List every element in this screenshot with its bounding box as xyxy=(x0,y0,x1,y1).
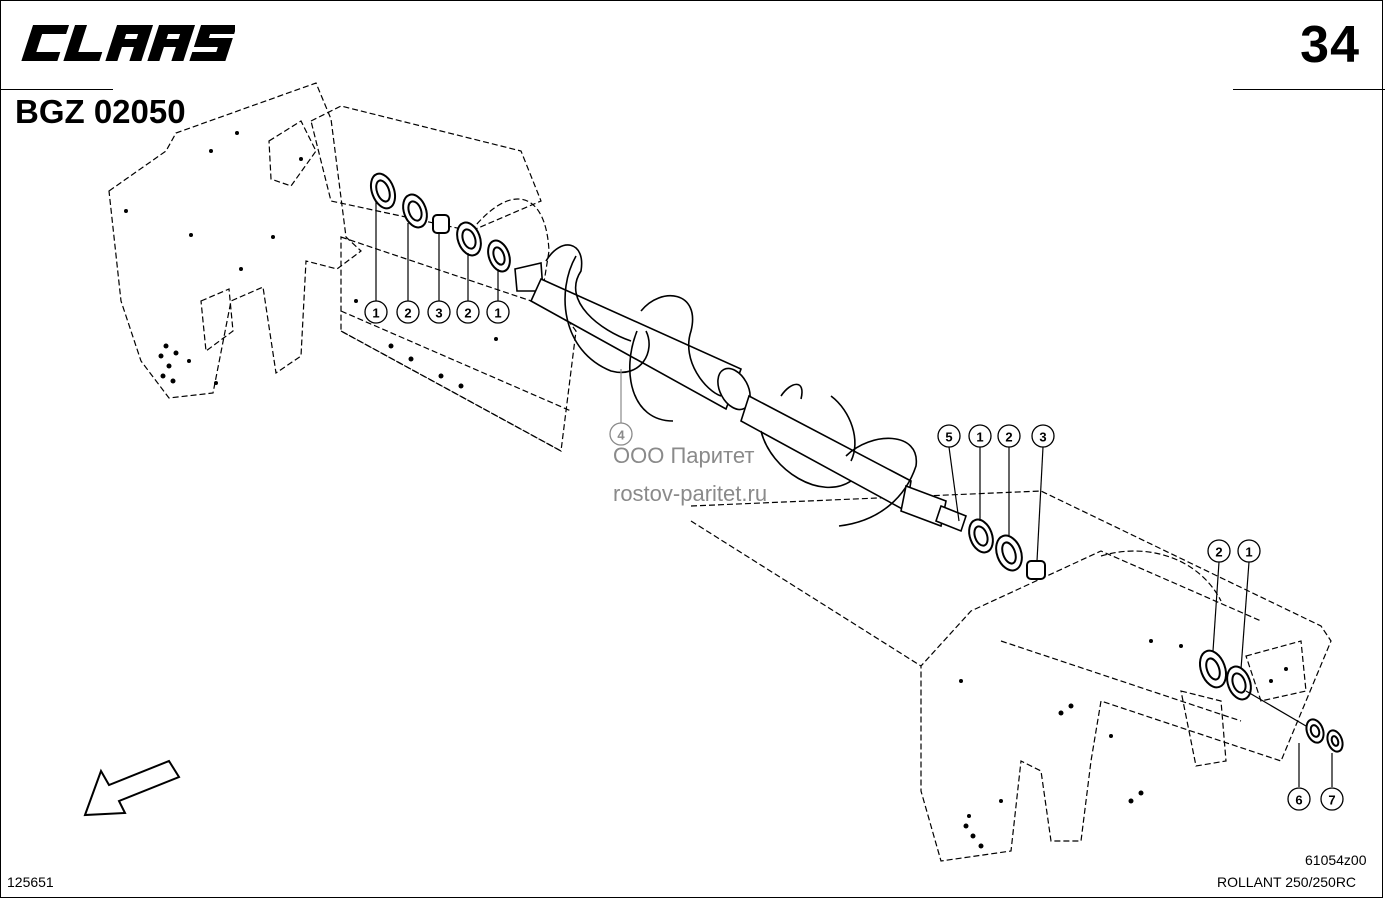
callout-right-2: 1 xyxy=(1245,545,1252,560)
callout-left-5: 1 xyxy=(494,306,501,321)
watermark-site: rostov-paritet.ru xyxy=(613,481,768,506)
header-rule-left xyxy=(1,89,113,90)
callout-middle-2: 1 xyxy=(976,430,983,445)
callout-washer-7: 7 xyxy=(1328,793,1335,808)
right-bearing-group xyxy=(1198,649,1344,753)
header-rule-right xyxy=(1233,89,1385,90)
drawing-reference-code: 61054z00 xyxy=(1305,852,1367,868)
right-frame-holes xyxy=(959,639,1288,849)
callout-left-4: 2 xyxy=(464,306,471,321)
auger-shaft xyxy=(514,244,967,533)
watermark-company: ООО Паритет xyxy=(613,443,755,468)
callout-right-1: 2 xyxy=(1215,545,1222,560)
right-side-frame xyxy=(690,490,1332,862)
model-name: ROLLANT 250/250RC xyxy=(1217,874,1357,890)
claas-logo xyxy=(21,25,235,61)
arrow-down-left-icon xyxy=(83,759,181,817)
callout-left-3: 3 xyxy=(435,306,442,321)
page-number: 34 xyxy=(1300,16,1360,74)
left-side-frame xyxy=(108,82,577,452)
sheet-number: 125651 xyxy=(7,874,54,890)
callout-circles xyxy=(364,300,1344,811)
callout-washer-6: 6 xyxy=(1295,793,1302,808)
callout-left-1: 1 xyxy=(372,306,379,321)
left-frame-holes xyxy=(124,131,498,389)
callout-middle-4: 3 xyxy=(1039,430,1046,445)
callout-middle-1: 5 xyxy=(945,430,952,445)
callout-middle-3: 2 xyxy=(1005,430,1012,445)
callout-auger: 4 xyxy=(617,428,625,443)
callout-left-2: 2 xyxy=(404,306,411,321)
leader-lines xyxy=(375,201,1333,787)
left-bearing-group xyxy=(369,172,511,273)
group-code: BGZ 02050 xyxy=(15,93,186,130)
middle-bearing-group xyxy=(968,518,1046,580)
